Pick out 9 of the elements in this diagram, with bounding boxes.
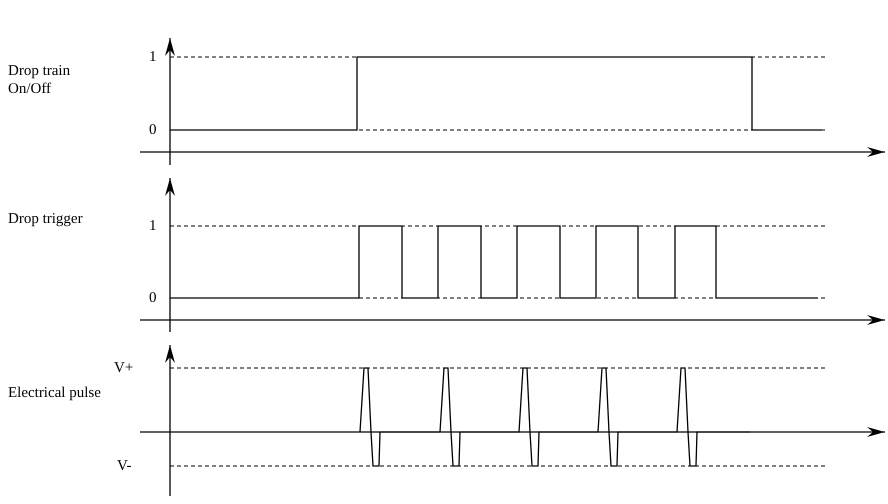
signal-name: Drop trigger [8, 210, 83, 228]
level-label: 1 [149, 217, 156, 235]
level-label: 0 [149, 121, 156, 139]
level-label: 1 [149, 48, 156, 66]
signal-name: Drop train On/Off [8, 62, 72, 98]
signal-name: Electrical pulse [8, 384, 101, 402]
level-label: V- [117, 457, 132, 475]
level-label: 0 [149, 289, 156, 307]
level-label: V+ [114, 359, 134, 377]
